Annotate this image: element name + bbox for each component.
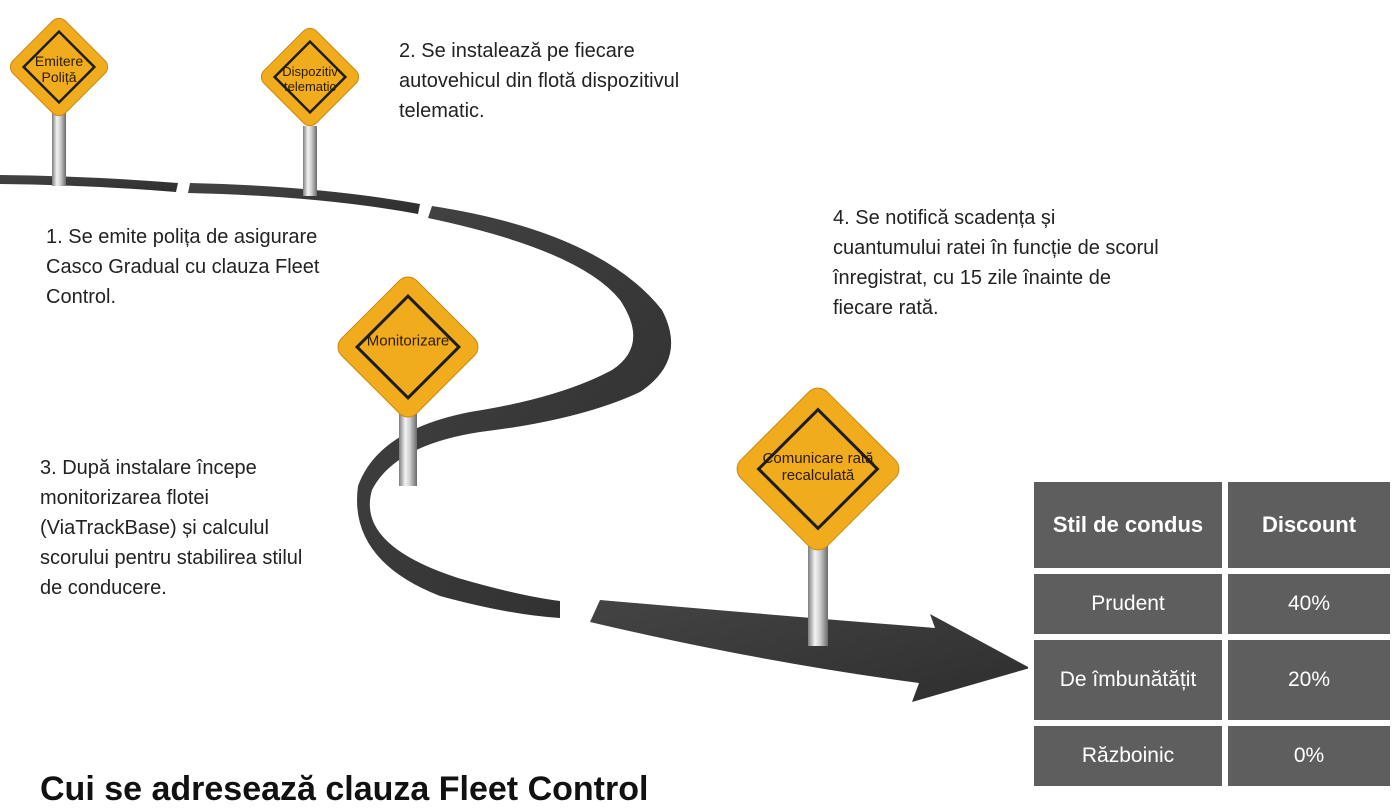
cell-discount: 20% xyxy=(1228,640,1390,720)
pole-emitere xyxy=(52,112,66,186)
sign-monitorizare-label: Monitorizare xyxy=(366,332,450,350)
table-row: De îmbunătățit 20% xyxy=(1034,640,1390,720)
sign-comunicare-label: Comunicare rată recalculată xyxy=(762,449,874,484)
discount-table: Stil de condus Discount Prudent 40% De î… xyxy=(1028,476,1396,792)
sign-comunicare-shape xyxy=(736,387,900,551)
sign-emitere-shape xyxy=(9,17,109,117)
header-style: Stil de condus xyxy=(1034,482,1222,568)
pole-dispozitiv xyxy=(303,126,317,196)
table-row: Războinic 0% xyxy=(1034,726,1390,786)
header-discount: Discount xyxy=(1228,482,1390,568)
table-row: Prudent 40% xyxy=(1034,574,1390,634)
cell-discount: 40% xyxy=(1228,574,1390,634)
road-segment-top-left xyxy=(0,175,178,192)
page-title: Cui se adresează clauza Fleet Control xyxy=(40,770,649,808)
sign-dispozitiv-label: Dispozitiv telematic xyxy=(282,64,338,94)
sign-monitorizare-shape xyxy=(337,276,479,418)
sign-posts xyxy=(52,112,828,646)
step-2-text: 2. Se instalează pe fiecare autovehicul … xyxy=(399,40,680,122)
sign-dispozitiv-shape xyxy=(260,27,360,127)
road-segment-arrow xyxy=(590,600,1030,702)
road-segment-top-middle xyxy=(188,183,420,214)
step-4-text: 4. Se notifică scadența și cuantumului r… xyxy=(833,207,1159,319)
pole-comunicare xyxy=(808,542,828,646)
table-header-row: Stil de condus Discount xyxy=(1034,482,1390,568)
sign-emitere-label: Emitere Poliță xyxy=(34,52,84,85)
pole-monitorizare xyxy=(399,396,417,486)
road-segment-curve xyxy=(357,206,672,618)
step-3-text: 3. După instalare începe monitorizarea f… xyxy=(40,457,303,599)
cell-style: De îmbunătățit xyxy=(1034,640,1222,720)
cell-style: Războinic xyxy=(1034,726,1222,786)
cell-style: Prudent xyxy=(1034,574,1222,634)
step-1-text: 1. Se emite polița de asigurare Casco Gr… xyxy=(46,226,320,308)
cell-discount: 0% xyxy=(1228,726,1390,786)
road xyxy=(0,175,1030,702)
